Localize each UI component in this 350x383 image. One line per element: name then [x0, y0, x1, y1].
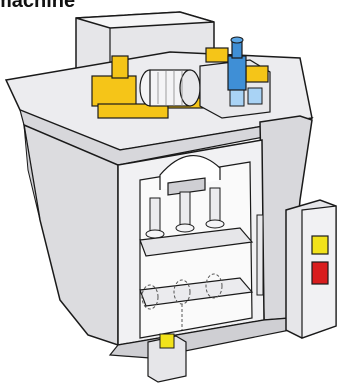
- indicator-button-icon: [312, 262, 328, 284]
- foot-switch: [148, 334, 186, 382]
- indicator-button-icon: [312, 236, 328, 254]
- control-panel-icon: [286, 200, 336, 338]
- hydraulic-cylinder-icon: [200, 37, 270, 118]
